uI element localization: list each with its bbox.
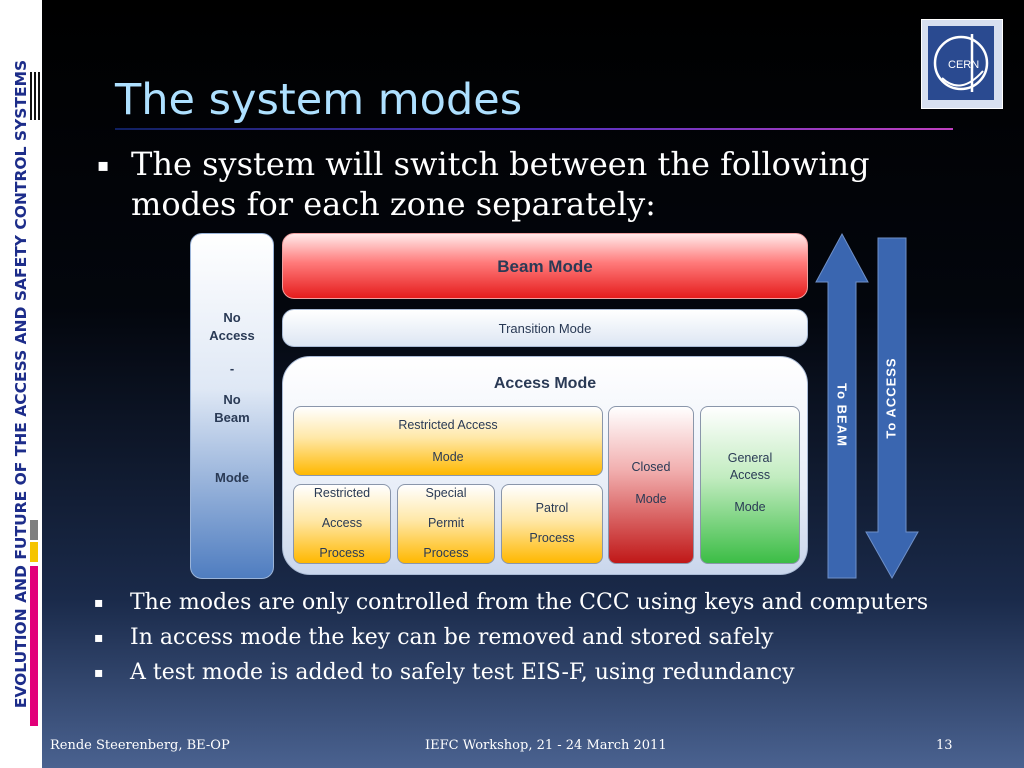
- bullet-text: A test mode is added to safely test EIS-…: [130, 660, 795, 685]
- to-access-arrow-icon: [865, 237, 919, 580]
- transition-mode-box: Transition Mode: [282, 309, 808, 347]
- cern-logo: CERN: [921, 19, 1003, 109]
- no-access-dash: -: [229, 361, 235, 376]
- rap-line1: Restricted: [313, 486, 371, 500]
- patrol-process-box: Patrol Process: [501, 484, 603, 564]
- general-access-mode-box: General Access Mode: [700, 406, 800, 564]
- no-access-mode-label: Mode: [215, 470, 249, 485]
- rap-line3: Process: [319, 546, 365, 560]
- patrol-line1: Patrol: [535, 501, 569, 515]
- beam-mode-box: Beam Mode: [282, 233, 808, 299]
- sidebar: EVOLUTION AND FUTURE OF THE ACCESS AND S…: [0, 0, 42, 768]
- main-bullet: ▪ The system will switch between the fol…: [97, 144, 870, 224]
- spp-line2: Permit: [427, 516, 465, 530]
- restricted-access-mode-line1: Restricted Access: [398, 418, 498, 432]
- no-access-line1: No: [223, 310, 241, 325]
- accent-yellow: [30, 542, 38, 562]
- footer-event: IEFC Workshop, 21 - 24 March 2011: [425, 738, 667, 753]
- restricted-access-mode-line2: Mode: [432, 450, 464, 464]
- page-title: The system modes: [115, 75, 523, 125]
- cern-logo-icon: CERN: [933, 34, 989, 92]
- accent-gray: [30, 520, 38, 540]
- closed-line2: Mode: [635, 492, 667, 506]
- accent-pink: [30, 566, 38, 726]
- title-underline: [115, 128, 953, 130]
- bullet-item: ▪ In access mode the key can be removed …: [94, 624, 774, 652]
- bullet-text: In access mode the key can be removed an…: [130, 625, 774, 650]
- main-bullet-line1: The system will switch between the follo…: [131, 145, 870, 183]
- main-bullet-line2: modes for each zone separately:: [131, 185, 656, 223]
- restricted-access-mode-box: Restricted Access Mode: [293, 406, 603, 476]
- general-line3: Mode: [734, 500, 766, 514]
- no-access-line2: Access: [209, 328, 255, 343]
- no-beam-line1: No: [223, 392, 241, 407]
- special-permit-process-box: Special Permit Process: [397, 484, 495, 564]
- to-beam-label: To BEAM: [834, 383, 850, 447]
- bullet-text: The modes are only controlled from the C…: [130, 590, 929, 615]
- barcode-decoration: [30, 72, 40, 120]
- closed-line1: Closed: [631, 460, 671, 474]
- svg-text:CERN: CERN: [948, 59, 979, 71]
- bullet-square-icon: ▪: [94, 595, 104, 611]
- general-line1: General: [727, 451, 773, 465]
- bullet-square-icon: ▪: [94, 630, 104, 646]
- footer-author: Rende Steerenberg, BE-OP: [50, 738, 230, 753]
- no-beam-line2: Beam: [214, 410, 250, 425]
- bullet-square-icon: ▪: [97, 155, 110, 176]
- spp-line1: Special: [425, 486, 467, 500]
- sidebar-title: EVOLUTION AND FUTURE OF THE ACCESS AND S…: [12, 59, 30, 709]
- general-line2: Access: [729, 468, 771, 482]
- no-access-no-beam-mode: No Access - No Beam Mode: [190, 233, 274, 579]
- page-number: 13: [936, 738, 953, 753]
- patrol-line2: Process: [529, 531, 575, 545]
- to-access-label: To ACCESS: [883, 357, 899, 439]
- closed-mode-box: Closed Mode: [608, 406, 694, 564]
- restricted-access-process-box: Restricted Access Process: [293, 484, 391, 564]
- access-mode-container: Access Mode Restricted Access Mode Restr…: [282, 356, 808, 575]
- access-mode-title: Access Mode: [493, 375, 597, 392]
- to-beam-arrow-icon: [815, 232, 869, 579]
- rap-line2: Access: [321, 516, 363, 530]
- bullet-item: ▪ The modes are only controlled from the…: [94, 589, 929, 617]
- spp-line3: Process: [423, 546, 469, 560]
- cern-logo-emblem: CERN: [928, 26, 994, 100]
- bullet-item: ▪ A test mode is added to safely test EI…: [94, 659, 795, 687]
- bullet-square-icon: ▪: [94, 665, 104, 681]
